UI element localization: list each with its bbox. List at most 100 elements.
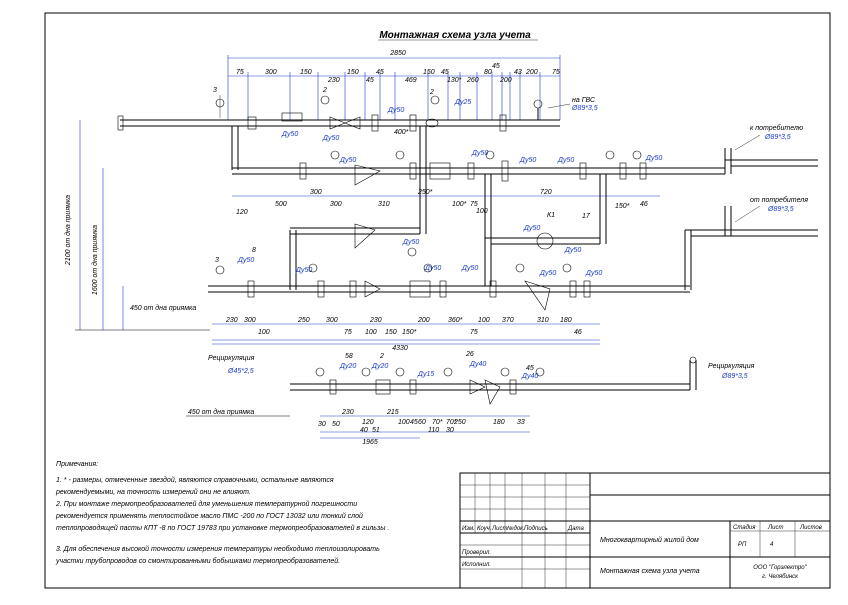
label-du-ret-6: Ду50 <box>523 225 540 232</box>
dim-top-7: 45 <box>376 69 384 76</box>
tb-hdr-podp: Подпись <box>524 526 548 532</box>
note-line-6: 3. Для обеспечения высокой точности изме… <box>56 545 380 553</box>
height-2100: 2100 от дна приямка <box>64 195 72 266</box>
label-du-rec-2: Ду20 <box>371 363 388 370</box>
tb-hdr-kol: Коуч. <box>477 526 491 532</box>
label-du-ret-7: Ду50 <box>564 247 581 254</box>
gvs-branch: на ГВС Ø89*3,5 Ду50 Ду50 Ду50 Ду25 400* … <box>117 87 598 142</box>
dim-r3-8: 100 <box>478 317 490 324</box>
pos-3-ret: 3 <box>215 257 219 264</box>
notes-title: Примечания: <box>56 461 98 468</box>
label-du-ret-1: Ду50 <box>237 257 254 264</box>
dim-rc-17: 33 <box>517 419 525 426</box>
tb-project: Многоквартирный жилой дом <box>600 536 699 544</box>
dim-top-13: 80 <box>484 69 492 76</box>
sheet-frame <box>44 12 831 589</box>
supply-line: к потребителю Ø89*3,5 Ду50 Ду50 Ду50 Ду5… <box>231 124 818 186</box>
dim-top-5: 150 <box>347 69 359 76</box>
label-du-ret-8: Ду50 <box>539 270 556 277</box>
label-du-sup-5: Ду50 <box>645 155 662 162</box>
label-recirc-left-pipe: Ø45*2,5 <box>227 368 254 375</box>
dim-rc-3: 50 <box>332 421 340 428</box>
label-recirc-left: Рециркуляция <box>208 355 255 362</box>
dim-r2-12: 310 <box>378 201 390 208</box>
dim-r2-9: 46 <box>640 201 648 208</box>
dim-r2-3: 250* <box>417 189 433 196</box>
tb-stage: РП <box>738 542 747 548</box>
dim-r3-14: 100 <box>365 329 377 336</box>
dim-r3-12: 100 <box>258 329 270 336</box>
dim-rc-1: 230 <box>341 409 354 416</box>
dim-rc-7: 215 <box>386 409 399 416</box>
tb-row-ispolnil: Исполнил. <box>462 562 491 568</box>
top-dimension-chain: 2850 75 300 150 230 150 45 45 469 150 45… <box>227 50 561 120</box>
tb-hdr-list: Лист <box>491 526 507 532</box>
dim-r3-11: 180 <box>560 317 572 324</box>
tb-sheets-hdr: Листов <box>799 525 822 531</box>
pos-3-gauge: 3 <box>213 87 217 94</box>
dim-top-6: 45 <box>366 77 374 84</box>
label-du-gvs-3: Ду50 <box>387 107 404 114</box>
label-du-sup-2: Ду50 <box>471 150 488 157</box>
dim-rc-8: 100 <box>398 419 410 426</box>
dim-r3-3: 250 <box>297 317 310 324</box>
dim-r3-1: 230 <box>225 317 238 324</box>
dim-top-1: 75 <box>236 69 244 76</box>
pos-54: 58 <box>345 353 353 360</box>
dim-r3-2: 300 <box>244 317 256 324</box>
dim-rc-2: 30 <box>318 421 326 428</box>
dim-r3-5: 230 <box>369 317 382 324</box>
tb-hdr-izm: Изм. <box>462 526 475 532</box>
dim-rc-9: 45 <box>410 419 418 426</box>
label-from-consumer: от потребителя <box>750 196 808 204</box>
dim-rc-11: 70* <box>432 419 443 426</box>
label-k1: К1 <box>547 212 555 219</box>
dim-r3-15: 150 <box>385 329 397 336</box>
dim-top-17: 200 <box>525 69 538 76</box>
dim-rc-6: 51 <box>372 427 380 434</box>
dim-r3-16: 150* <box>402 329 417 336</box>
dim-r3-13: 75 <box>344 329 352 336</box>
dim-rc-16: 180 <box>493 419 505 426</box>
label-du-ret-5: Ду50 <box>461 265 478 272</box>
label-du25: Ду25 <box>454 99 471 106</box>
note-line-4: рекомендуется применять теплостойкое мас… <box>55 512 363 520</box>
row2-dimensions: 500 300 250* 720 100* 75 100 150* 46 120… <box>232 189 660 216</box>
label-du-rec-5: Ду40 <box>521 373 538 380</box>
return-line: от потребителя Ø89*3,5 Ду50 Ду50 Ду50 Ду… <box>208 126 818 311</box>
tb-sheet-hdr: Лист <box>767 525 783 531</box>
dim-top-12: 260 <box>466 77 479 84</box>
tb-org-1: ООО "Горэлектро" <box>753 565 807 571</box>
dim-r3-4: 300 <box>326 317 338 324</box>
tb-sheet: 4 <box>770 542 774 548</box>
pos-52: 2 <box>379 353 384 360</box>
recirc-dimensions: 230 30 50 120 40 51 215 100 45 60 70* 11… <box>318 409 530 446</box>
label-du-rec-1: Ду20 <box>339 363 356 370</box>
dim-rc-13: 70* <box>446 419 457 426</box>
label-du-rec-3: Ду15 <box>417 371 434 378</box>
note-line-5: теплопроводящей пасты КПТ -8 по ГОСТ 197… <box>56 524 389 532</box>
dim-total-main: 4330 <box>392 345 408 352</box>
dim-r2-11: 300 <box>330 201 342 208</box>
dim-r3-9: 370 <box>502 317 514 324</box>
dim-top-15: 200 <box>499 77 512 84</box>
dim-rc-10: 60 <box>418 419 426 426</box>
dim-r3-17: 75 <box>470 329 478 336</box>
recirculation-line: Рециркуляция Ø45*2,5 Рециркуляция Ø89*3,… <box>186 351 755 417</box>
tb-stage-hdr: Стадия <box>733 525 756 531</box>
height-450-b: 450 от дна приямка <box>188 408 254 416</box>
dim-top-10: 45 <box>441 69 449 76</box>
dim-r2-6: 75 <box>470 201 478 208</box>
dim-rc-12: 110 <box>428 427 439 434</box>
dim-top-18: 75 <box>552 69 560 76</box>
label-to-consumer-pipe: Ø89*3,5 <box>764 134 791 141</box>
label-du-ret-4: Ду50 <box>424 265 441 272</box>
tb-org-2: г. Челябинск <box>762 574 799 580</box>
height-1600: 1600 от дна приямка <box>91 225 99 295</box>
label-from-consumer-pipe: Ø89*3,5 <box>767 206 794 213</box>
pos-8-ret: 8 <box>252 247 256 254</box>
dim-r3-7: 360* <box>448 317 463 324</box>
label-du-ret-9: Ду50 <box>585 270 602 277</box>
dim-r2-5: 100* <box>452 201 467 208</box>
dim-r3-18: 46 <box>574 329 582 336</box>
